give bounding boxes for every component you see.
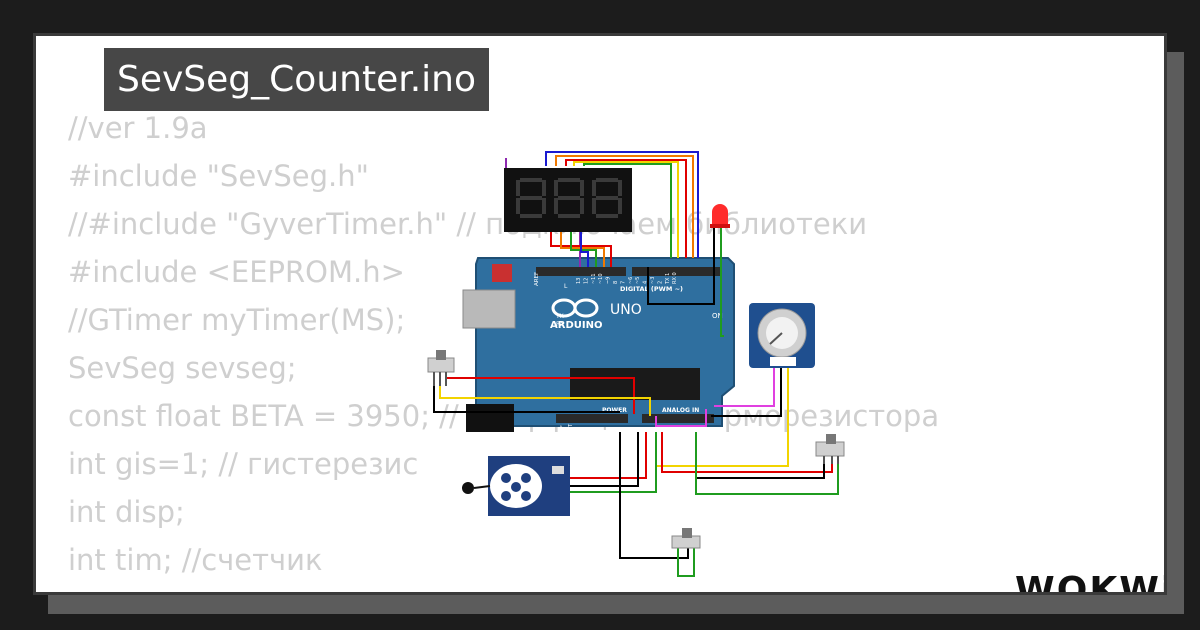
board-brand-label: ARDUINO [550, 320, 602, 331]
pin-label: 13 [576, 278, 582, 284]
project-card: //ver 1.9a#include "SevSeg.h"//#include … [33, 33, 1167, 595]
code-line: SevSeg sevseg; [68, 351, 297, 385]
pin-label: A4 [686, 433, 692, 440]
page-title: SevSeg_Counter.ino [104, 48, 489, 111]
pin-label: A2 [666, 433, 672, 440]
wokwi-logo: WOKWi [1015, 570, 1167, 595]
slide-switch-icon[interactable] [427, 350, 455, 386]
code-line: int disp; [68, 495, 185, 529]
seven-segment-display-icon [504, 168, 632, 232]
code-line: //ver 1.9a [68, 111, 208, 145]
pin-label: A5 [696, 433, 702, 440]
power-header-label: POWER [602, 407, 627, 414]
ntc-sensor-icon [462, 456, 570, 516]
pin-label: GND [592, 428, 598, 440]
pin-label: IOREF [560, 425, 566, 440]
potentiometer-icon [749, 303, 815, 368]
pin-label: A0 [646, 433, 652, 440]
pin-label: 5V [584, 433, 590, 440]
board-model-label: UNO [610, 302, 642, 318]
pin-label: 4 [643, 281, 649, 284]
pin-label: VIN [608, 431, 614, 440]
pin-label: ~5 [635, 277, 641, 284]
arduino-logo-icon [551, 298, 599, 318]
arduino-uno-board: ARDUINO UNO DIGITAL (PWM ~) POWER ANALOG… [462, 257, 735, 440]
pin-label: ~11 [591, 273, 597, 284]
pin-label: 8 [613, 281, 619, 284]
code-line: #include <EEPROM.h> [68, 255, 405, 289]
pin-label: ~6 [628, 277, 634, 284]
pin-label: ~10 [598, 273, 604, 284]
on-led-label: ON [712, 312, 723, 320]
wokwi-logo-text: WOKWi [1015, 570, 1167, 595]
pin-label: ~9 [606, 277, 612, 284]
analog-header-label: ANALOG IN [662, 407, 699, 414]
circuit-diagram: ARDUINO UNO DIGITAL (PWM ~) POWER ANALOG… [427, 151, 845, 577]
pin-label: A3 [676, 433, 682, 440]
pin-label: RESET [568, 423, 574, 440]
code-line: int gis=1; // гистерезис [68, 447, 419, 481]
led-icon [710, 204, 730, 228]
aref-pin-label: AREF [534, 272, 540, 286]
pin-label: 3.3V [576, 428, 582, 440]
pin-label: RX 0 [672, 272, 678, 284]
pin-label: 2 [657, 281, 663, 284]
pin-label: GND [600, 428, 606, 440]
reset-button[interactable] [492, 264, 512, 282]
code-line: bool r=1, f=0; [68, 584, 939, 592]
code-line: int tim; //счетчик [68, 543, 323, 577]
slide-switch-icon[interactable] [815, 434, 845, 464]
pin-label: ~3 [650, 277, 656, 284]
l-led-label: L [564, 283, 568, 290]
slide-switch-icon[interactable] [671, 528, 701, 549]
pin-label: 12 [583, 278, 589, 284]
pin-label: TX 1 [665, 273, 671, 285]
tx-led-label: TX [555, 313, 564, 320]
wires [433, 151, 839, 577]
rx-led-label: RX [556, 321, 564, 328]
code-line: #include "SevSeg.h" [68, 159, 369, 193]
pin-label: 7 [620, 281, 626, 284]
pin-label: A1 [656, 433, 662, 440]
digital-header-label: DIGITAL (PWM ~) [620, 285, 683, 293]
code-line: //GTimer myTimer(MS); [68, 303, 406, 337]
